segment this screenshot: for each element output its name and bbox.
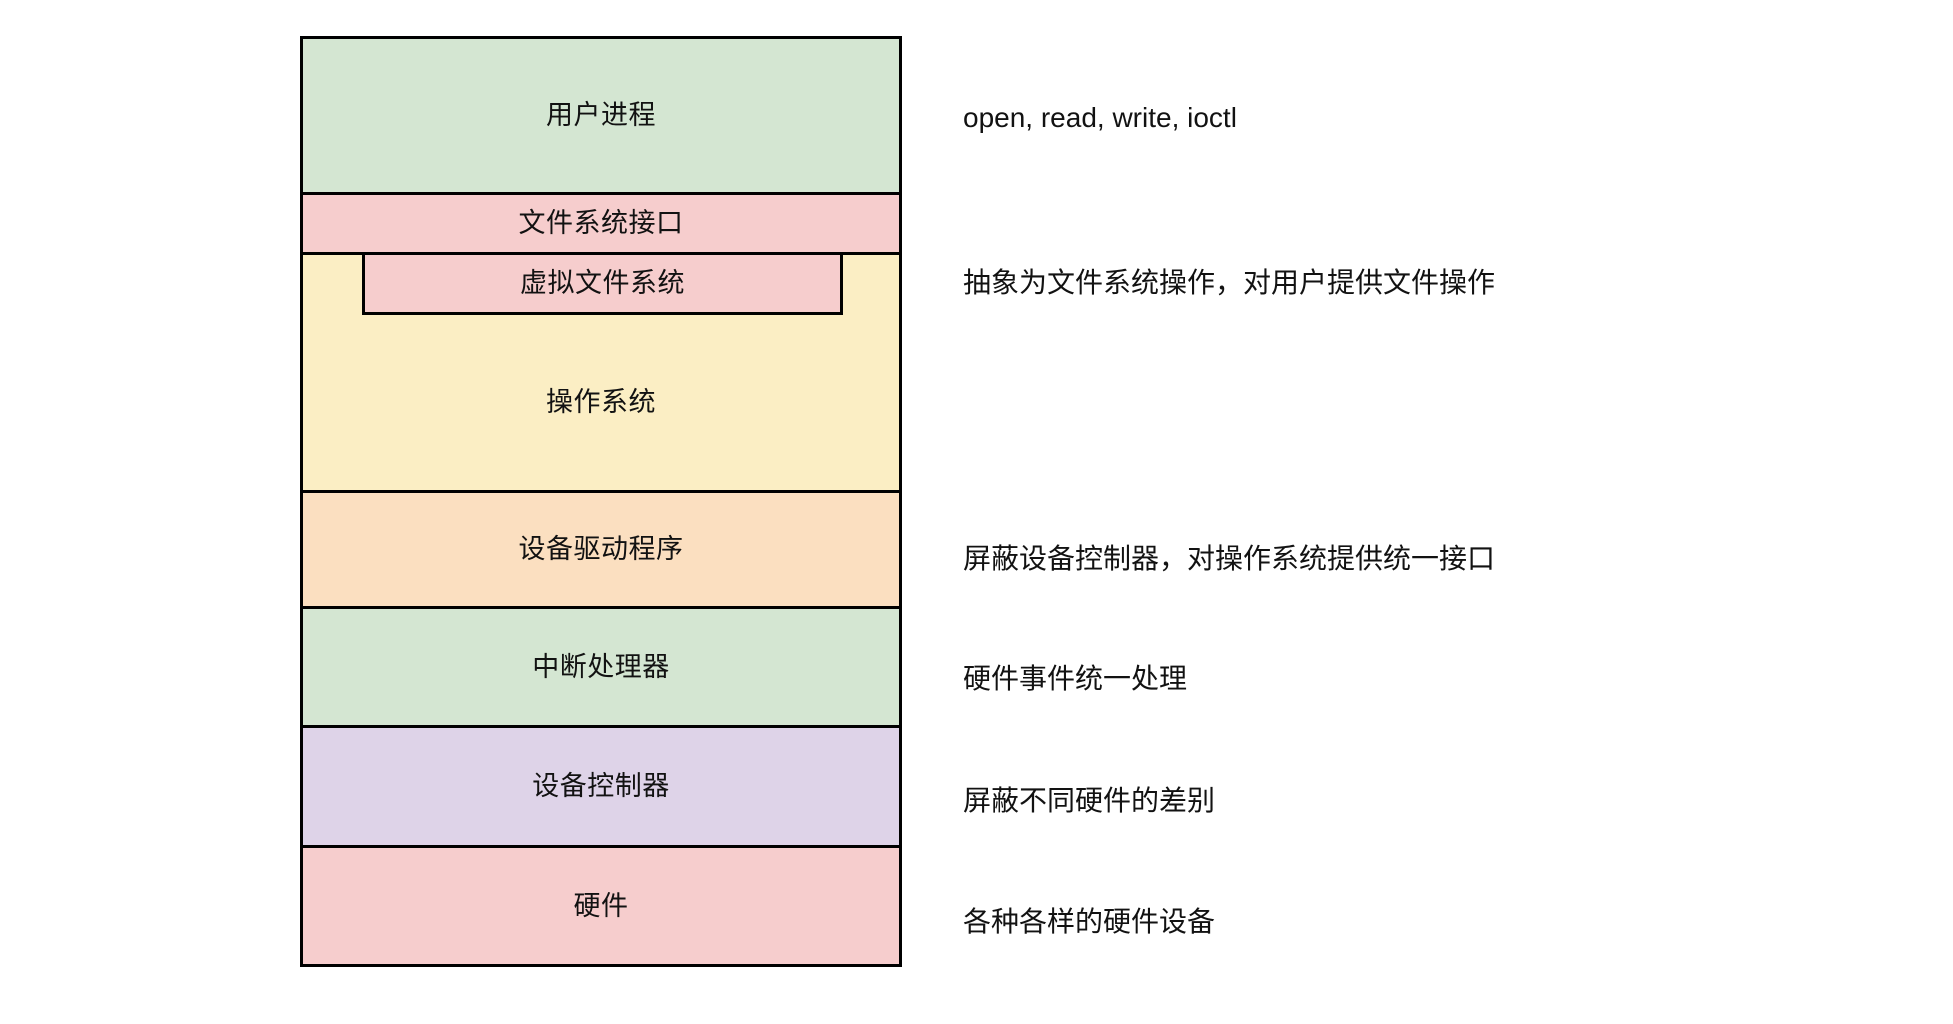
layer-stack: 用户进程 文件系统接口 虚拟文件系统 操作系统 设备驱动程序 中断处理器 设备控… — [300, 36, 902, 967]
annotation-column: open, read, write, ioctl 抽象为文件系统操作，对用户提供… — [963, 0, 1923, 1024]
layer-file-system-interface-label: 文件系统接口 — [518, 208, 684, 239]
annotation-hardware: 各种各样的硬件设备 — [963, 906, 1216, 937]
layer-operating-system-label: 操作系统 — [546, 387, 656, 418]
layer-user-process: 用户进程 — [300, 36, 902, 195]
layer-hardware: 硬件 — [300, 845, 902, 967]
layer-device-controller-label: 设备控制器 — [532, 771, 670, 802]
layer-operating-system: 虚拟文件系统 操作系统 — [300, 252, 902, 493]
layer-device-driver-label: 设备驱动程序 — [518, 534, 684, 565]
annotation-user-process: open, read, write, ioctl — [963, 102, 1237, 133]
annotation-virtual-file-system: 抽象为文件系统操作，对用户提供文件操作 — [963, 267, 1496, 298]
layer-virtual-file-system-label: 虚拟文件系统 — [520, 268, 685, 299]
layer-hardware-label: 硬件 — [573, 890, 629, 921]
annotation-interrupt-handler: 硬件事件统一处理 — [963, 663, 1188, 694]
layer-virtual-file-system: 虚拟文件系统 — [362, 252, 843, 315]
layer-file-system-interface: 文件系统接口 — [300, 192, 902, 255]
layer-interrupt-handler: 中断处理器 — [300, 606, 902, 728]
layer-interrupt-handler-label: 中断处理器 — [532, 651, 670, 682]
layer-device-controller: 设备控制器 — [300, 725, 902, 848]
layer-operating-system-label-wrap: 操作系统 — [303, 315, 899, 490]
annotation-device-controller: 屏蔽不同硬件的差别 — [963, 785, 1216, 816]
layer-user-process-label: 用户进程 — [546, 100, 656, 131]
layer-device-driver: 设备驱动程序 — [300, 490, 902, 609]
annotation-device-driver: 屏蔽设备控制器，对操作系统提供统一接口 — [963, 543, 1496, 574]
